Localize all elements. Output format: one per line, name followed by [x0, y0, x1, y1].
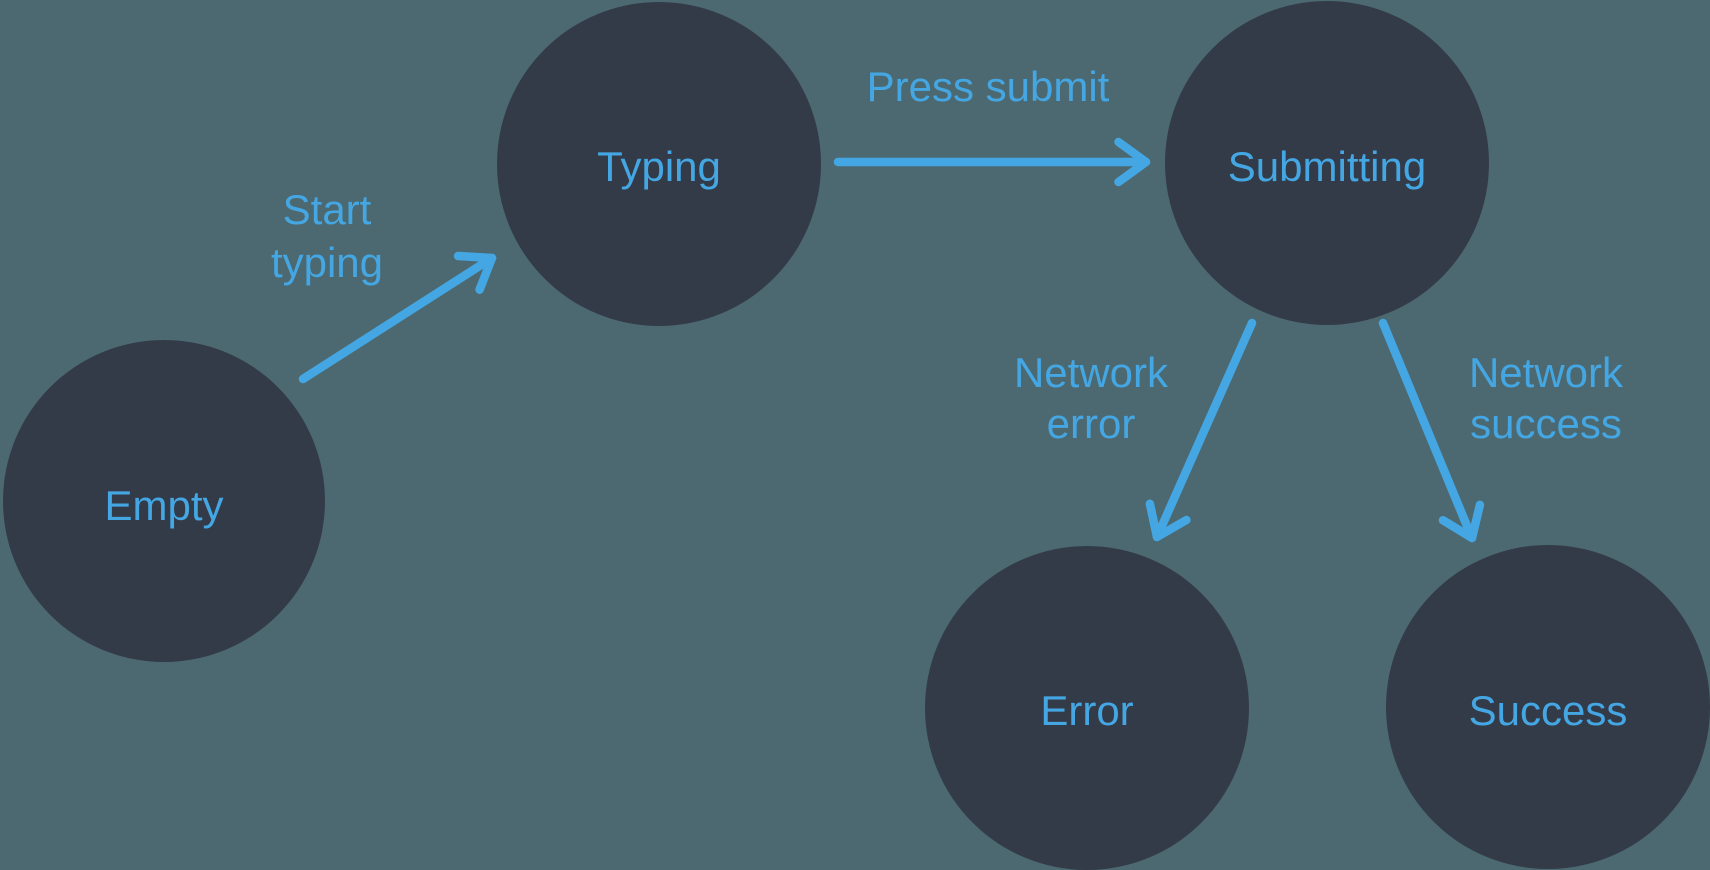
transition-arrow-line — [1378, 318, 1477, 543]
state-label-submitting: Submitting — [1228, 143, 1426, 190]
transition-label-line: Network — [1469, 349, 1624, 396]
state-node-submitting: Submitting — [1165, 1, 1489, 325]
arrow-head-icon — [1438, 500, 1485, 543]
state-circle-submitting — [1165, 1, 1489, 325]
state-label-success: Success — [1469, 687, 1628, 734]
state-node-empty: Empty — [3, 340, 325, 662]
state-circle-success — [1386, 545, 1710, 869]
arrow-head-icon — [1145, 499, 1191, 542]
state-label-error: Error — [1040, 687, 1133, 734]
transition-label-press-submit: Press submit — [867, 63, 1110, 110]
state-node-typing: Typing — [497, 2, 821, 326]
transition-label-line: success — [1470, 400, 1622, 447]
state-node-error: Error — [925, 546, 1249, 870]
state-node-success: Success — [1386, 545, 1710, 869]
state-label-typing: Typing — [597, 143, 721, 190]
transition-arrow-line — [1152, 318, 1257, 542]
transition-label-start-typing: Start typing — [271, 186, 383, 286]
arrow-head-icon — [453, 251, 497, 294]
transition-press-submit: Press submit — [833, 63, 1151, 187]
transition-label-line: Network — [1014, 349, 1169, 396]
transition-start-typing: Start typing — [271, 186, 497, 384]
arrow-head-icon — [1114, 137, 1151, 187]
transition-label-line: typing — [271, 239, 383, 286]
transition-label-line: error — [1047, 400, 1136, 447]
state-label-empty: Empty — [104, 482, 223, 529]
state-circle-error — [925, 546, 1249, 870]
state-circle-typing — [497, 2, 821, 326]
transition-arrow-line — [298, 253, 497, 384]
state-circle-empty — [3, 340, 325, 662]
transition-label-line: Start — [283, 186, 372, 233]
transition-label-line: Press submit — [867, 63, 1110, 110]
